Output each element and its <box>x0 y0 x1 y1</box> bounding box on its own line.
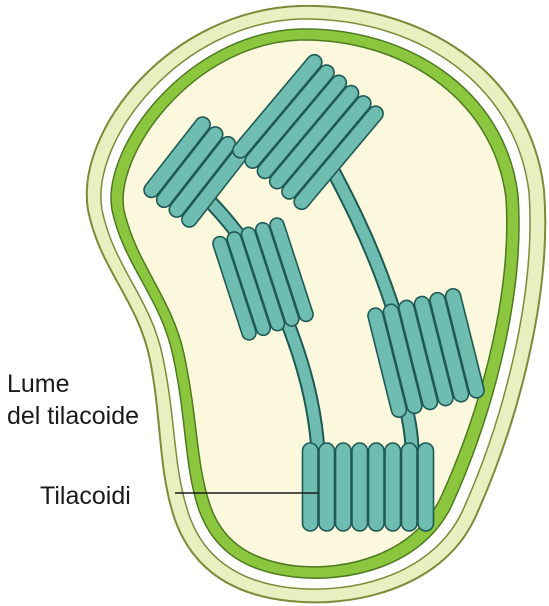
label-lumen-line2: del tilacoide <box>7 401 139 431</box>
thylakoid-disc <box>385 443 401 531</box>
thylakoid-disc <box>369 443 385 531</box>
granum-bottom <box>303 443 434 531</box>
thylakoid-disc <box>319 443 335 531</box>
thylakoid-disc <box>418 443 434 531</box>
thylakoid-disc <box>352 443 368 531</box>
thylakoid-disc <box>336 443 352 531</box>
thylakoid-disc <box>303 443 319 531</box>
thylakoid-disc <box>402 443 418 531</box>
label-lumen-line1: Lume <box>7 369 70 399</box>
label-thylakoids: Tilacoidi <box>40 481 131 511</box>
